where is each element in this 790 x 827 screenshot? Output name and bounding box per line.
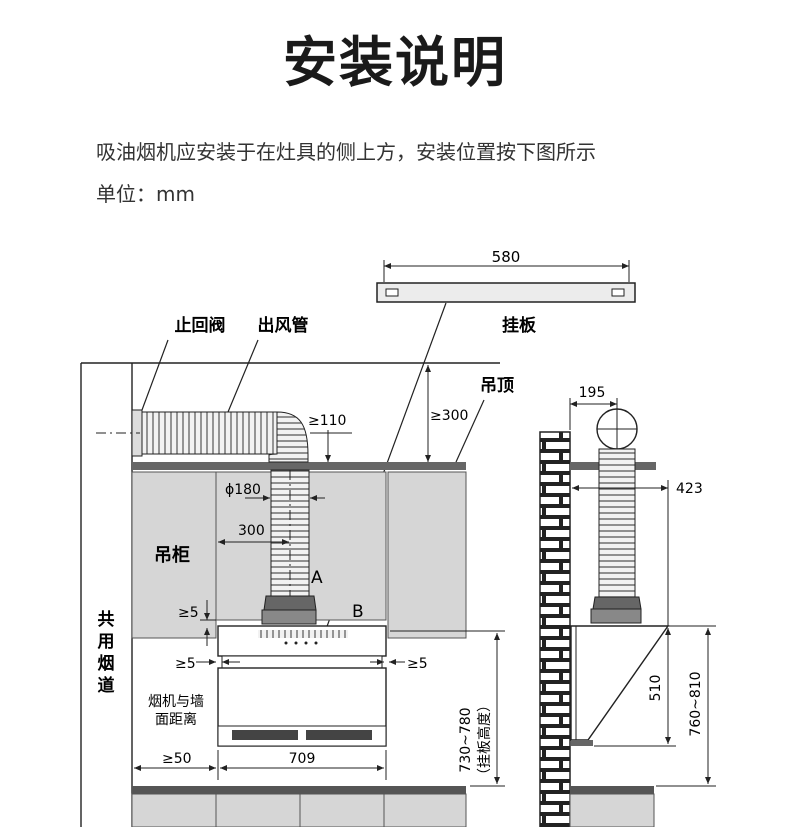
base-cabinets <box>131 786 467 827</box>
side-total-height-dim: 760~810 <box>688 671 704 736</box>
hood-wall-distance-label: 烟机与墙 面距离 <box>148 694 204 728</box>
point-a-label: A <box>311 568 323 588</box>
hanging-plate <box>376 260 636 303</box>
check-valve-label: 止回阀 <box>175 315 226 336</box>
horizontal-pipe <box>96 409 309 463</box>
plate-height-note: （挂板高度） <box>476 698 493 782</box>
gap-left-dim: ≥5 <box>175 656 196 672</box>
pipe-offset-dim: 300 <box>238 523 265 539</box>
svg-text:面距离: 面距离 <box>155 711 197 728</box>
gap-right-dim: ≥5 <box>407 656 428 672</box>
shared-flue-label: 共 用 烟 道 <box>98 610 115 696</box>
intro-text: 吸油烟机应安装于在灶具的侧上方，安装位置按下图所示 <box>96 140 596 164</box>
side-offset-dim: 195 <box>579 385 606 401</box>
svg-text:用: 用 <box>98 632 115 652</box>
point-b-label: B <box>352 602 364 622</box>
plate-height-dim: 730~780 <box>458 707 474 772</box>
pipe-collar <box>263 595 317 611</box>
ceiling-slab <box>132 462 466 470</box>
brick-wall <box>539 431 571 827</box>
hood-width-dim: 709 <box>289 751 316 767</box>
wall-gap-dim: ≥50 <box>162 751 192 767</box>
hanging-plate-label: 挂板 <box>502 315 537 336</box>
pipe-clearance-dim: ≥110 <box>308 413 346 429</box>
wall-cabinet-label: 吊柜 <box>154 544 190 566</box>
svg-text:共: 共 <box>98 610 115 630</box>
range-hood-side <box>570 625 670 746</box>
ceiling-clearance-dim: ≥300 <box>430 408 468 424</box>
svg-text:烟机与墙: 烟机与墙 <box>148 694 204 710</box>
unit-text: 单位：mm <box>96 182 195 206</box>
gap-top-dim: ≥5 <box>178 605 199 621</box>
side-depth-dim: 423 <box>676 481 703 497</box>
plate-width-dim: 580 <box>492 248 521 266</box>
side-counter <box>570 786 654 794</box>
side-hood-height-dim: 510 <box>648 675 664 702</box>
svg-text:烟: 烟 <box>98 653 115 674</box>
pipe-diameter-dim: ϕ180 <box>225 482 261 498</box>
side-vertical-pipe <box>598 448 636 598</box>
exhaust-pipe-label: 出风管 <box>258 315 309 336</box>
ceiling-label: 吊顶 <box>480 376 514 396</box>
range-hood-front <box>217 625 387 747</box>
svg-text:道: 道 <box>98 675 115 696</box>
page-title: 安装说明 <box>283 31 507 94</box>
wall-cabinets <box>131 471 467 639</box>
